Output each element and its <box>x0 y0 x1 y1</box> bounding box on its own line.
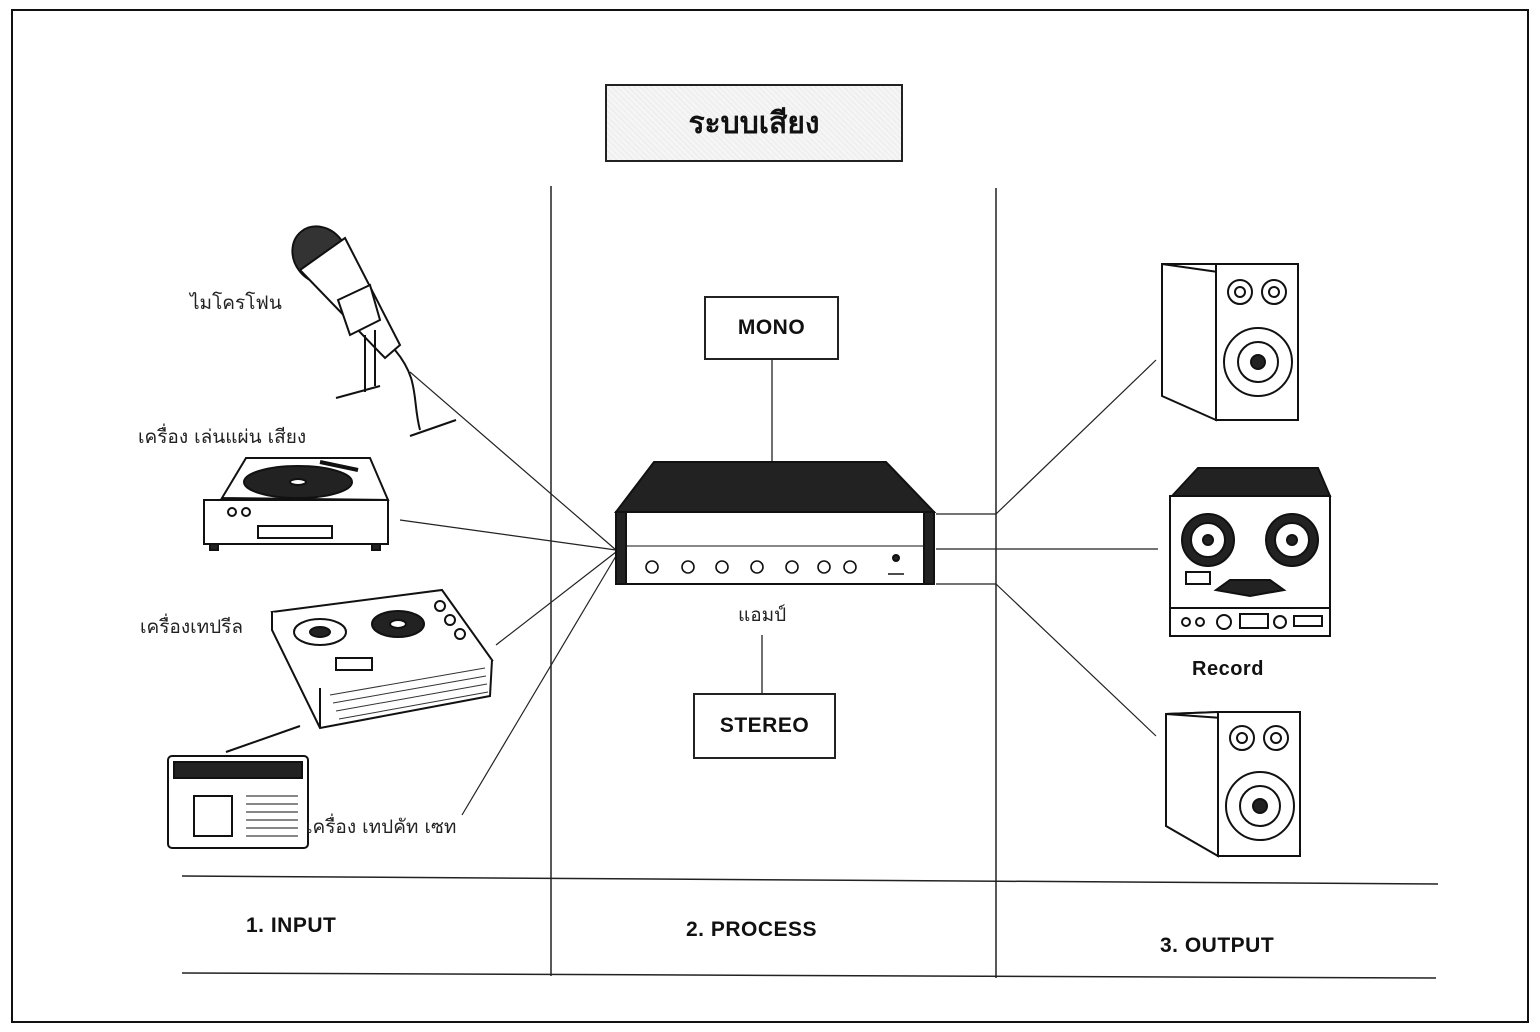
speaker-top-illustration <box>1162 264 1298 420</box>
column-process-label: 2. PROCESS <box>686 918 817 942</box>
cassette-radio-illustration <box>168 726 308 848</box>
cassette-label: เครื่อง เทปคัท เซท <box>306 812 456 842</box>
record-label: Record <box>1192 658 1264 681</box>
stereo-label: STEREO <box>720 714 809 738</box>
reel-tape-illustration <box>272 590 492 728</box>
microphone-label: ไมโครโฟน <box>190 288 282 318</box>
speaker-bottom-illustration <box>1166 712 1300 856</box>
output-connectors <box>936 360 1158 736</box>
column-input-label: 1. INPUT <box>246 914 336 938</box>
amplifier-label: แอมป์ <box>738 600 786 630</box>
diagram-title: ระบบเสียง <box>688 100 819 147</box>
footer-rule-bottom <box>182 973 1436 978</box>
footer-rule-top <box>182 876 1438 884</box>
column-output-label: 3. OUTPUT <box>1160 934 1274 958</box>
amplifier-illustration <box>616 462 934 584</box>
tape-recorder-illustration <box>1170 468 1330 636</box>
stereo-box: STEREO <box>693 693 836 759</box>
turntable-label: เครื่อง เล่นแผ่น เสียง <box>138 422 306 452</box>
microphone-illustration <box>281 215 456 436</box>
reel-tape-label: เครื่องเทปรีล <box>140 612 243 642</box>
mono-box: MONO <box>704 296 839 360</box>
mono-label: MONO <box>738 316 805 340</box>
title-box: ระบบเสียง <box>605 84 903 162</box>
turntable-illustration <box>204 458 388 550</box>
